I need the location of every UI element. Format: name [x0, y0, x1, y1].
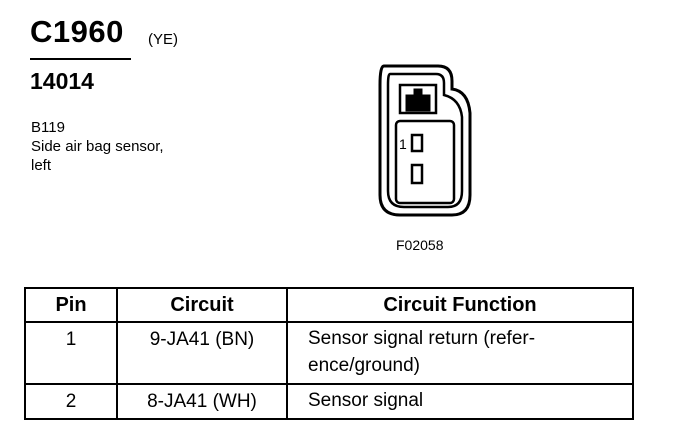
pin-1-label: 1 — [399, 136, 407, 152]
circuit-function: Sensor signal — [286, 383, 634, 420]
description-line-1: Side air bag sensor, — [31, 138, 164, 155]
circuit-function-line: ence/ground) — [308, 355, 420, 376]
pin-number: 2 — [24, 383, 118, 420]
pin-table: Pin Circuit Circuit Function 1 9-JA41 (B… — [24, 287, 634, 420]
circuit-function: Sensor signal return (refer- ence/ground… — [286, 321, 634, 385]
pin-number: 1 — [24, 321, 118, 385]
column-header-circuit-function: Circuit Function — [286, 287, 634, 323]
terminal-cavity — [394, 119, 456, 205]
column-header-pin: Pin — [24, 287, 118, 323]
circuit-name: 8-JA41 (WH) — [116, 383, 288, 420]
pin-2-terminal — [410, 163, 424, 185]
circuit-name: 9-JA41 (BN) — [116, 321, 288, 385]
color-code: (YE) — [148, 31, 178, 48]
connector-latch-tab — [405, 88, 431, 112]
connector-face-diagram: 1 — [378, 64, 472, 217]
connector-latch — [398, 83, 438, 115]
circuit-function-line: Sensor signal return (refer- — [308, 328, 536, 349]
part-number: 14014 — [30, 68, 94, 94]
circuit-function-line: Sensor signal — [308, 390, 424, 411]
pin-table-header-row: Pin Circuit Circuit Function — [24, 287, 634, 323]
pin-1-terminal — [410, 133, 424, 153]
component-description: B119 Side air bag sensor, left — [31, 118, 164, 175]
component-code: B119 — [31, 119, 65, 136]
table-row: 2 8-JA41 (WH) Sensor signal — [24, 383, 634, 420]
figure-id: F02058 — [396, 237, 444, 253]
connector-inner-housing — [386, 72, 464, 209]
table-row: 1 9-JA41 (BN) Sensor signal return (refe… — [24, 321, 634, 385]
description-line-2: left — [31, 157, 52, 174]
connector-id-underline — [30, 58, 131, 60]
connector-id: C1960 — [30, 14, 124, 49]
column-header-circuit: Circuit — [116, 287, 288, 323]
connector-outer-housing — [378, 64, 472, 217]
